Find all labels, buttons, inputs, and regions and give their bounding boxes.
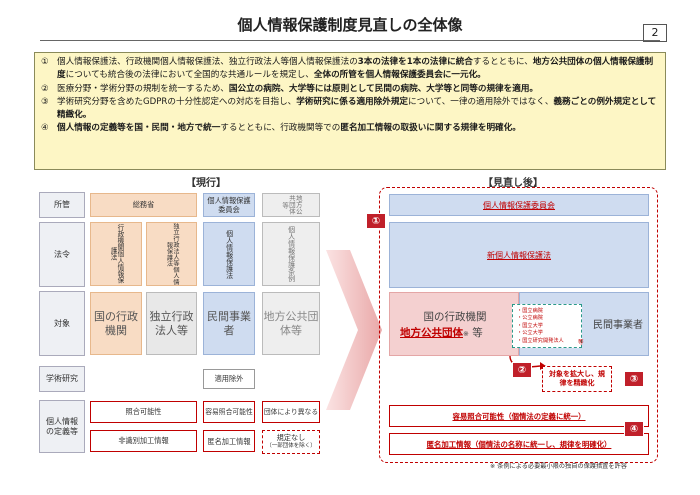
law-dokuritsu-label: 独立行政法人等個人情報保護法 — [165, 223, 180, 285]
target-minkan-after-label: 民間事業者 — [593, 319, 643, 331]
summary-emphasis: 義務ごとの例外規定として精緻化。 — [57, 96, 657, 121]
institution-item: ・国立研究開発法人 — [517, 337, 564, 344]
summary-text: 個人情報保護法、行政機関個人情報保護法、独立行政法人等個人情報保護法の3本の法律… — [57, 56, 659, 83]
yoi-shogo-current-box: 容易照合可能性 — [203, 401, 255, 423]
summary-segment: についても統合後の法律において全国的な共通ルールを規定し、 — [65, 70, 314, 81]
after-header: 【見直し後】 — [483, 178, 543, 189]
summary-emphasis: 地方公共団体の個人情報保護制度 — [57, 57, 654, 81]
row-label-shokan: 所管 — [39, 192, 85, 218]
badge-1: ① — [366, 213, 386, 229]
institution-item: ・公立大学 — [517, 330, 543, 337]
somusho-box: 総務省 — [90, 193, 197, 217]
summary-number: ④ — [41, 123, 49, 134]
tokumei-after-label: 匿名加工情報（個情法の名称に統一し、規律を明確化） — [426, 439, 612, 449]
tekiyo-jogai-box: 適用除外 — [203, 369, 255, 389]
row-label-horei: 法令 — [39, 222, 85, 287]
page-number: 2 — [643, 24, 667, 42]
ppc-current-box: 個人情報保護委員会 — [203, 193, 255, 217]
chiho-shokan-box: 地方公共団体等 — [262, 193, 320, 217]
institution-list-to: 等 — [578, 340, 584, 346]
law-jorei-label: 個人情報保護条例 — [287, 226, 296, 282]
summary-row: ④ 個人情報の定義等を国・民間・地方で統一するとともに、行政機関等での匿名加工情報… — [41, 122, 659, 135]
summary-segment: 個人情報保護法、行政機関個人情報保護法、独立行政法人等個人情報保護法の — [57, 57, 358, 67]
target-chiho-after-label: 地方公共団体 — [400, 327, 463, 339]
transition-arrow — [326, 250, 382, 410]
law-gyosei-label: 行政機関個人情報保護法 — [109, 224, 124, 284]
title-underline — [40, 40, 660, 41]
summary-text: 個人情報の定義等を国・民間・地方で統一するとともに、行政機関等での匿名加工情報の… — [57, 122, 659, 135]
summary-segment: するとともに、 — [472, 57, 533, 67]
kitei-nashi-note: （一部団体を除く） — [266, 443, 316, 449]
target-chiho-after-line: 地方公共団体※ 等 — [400, 325, 483, 340]
summary-row: ① 個人情報保護法、行政機関個人情報保護法、独立行政法人等個人情報保護法の3本の法… — [41, 56, 659, 83]
row-label-gakujutsu: 学術研究 — [39, 366, 85, 392]
law-kojin-box: 個人情報保護法 — [203, 222, 255, 286]
target-minkan-box: 民間事業者 — [203, 292, 255, 355]
law-gyosei-box: 行政機関個人情報保護法 — [90, 222, 142, 286]
target-gyosei-after-label: 国の行政機関 — [423, 311, 487, 323]
summary-number: ② — [41, 83, 49, 94]
institution-item: ・国立病院 — [517, 308, 543, 314]
page-title: 個人情報保護制度見直しの全体像 — [237, 16, 463, 34]
summary-number: ③ — [41, 96, 49, 107]
row-label-teigi: 個人情報の定義等 — [39, 400, 85, 453]
target-chiho-box: 地方公共団体等 — [262, 292, 320, 355]
target-gyosei-after-box: 国の行政機関 地方公共団体※ 等 — [389, 292, 519, 356]
badge-4: ④ — [624, 421, 644, 437]
footnote: ※ 条例による必要最小限の独自の保護措置を許容 — [490, 463, 627, 470]
target-gyosei-box: 国の行政機関 — [90, 292, 142, 355]
law-dokuritsu-box: 独立行政法人等個人情報保護法 — [146, 222, 197, 286]
ppc-after-label: 個人情報保護委員会 — [483, 200, 555, 210]
summary-segment: について、一律の適用除外ではなく、 — [408, 96, 554, 107]
row-label-taisho: 対象 — [39, 291, 85, 356]
yoi-shogo-after-label: 容易照合可能性（個情法の定義に統一） — [452, 411, 586, 421]
expand-box: 対象を拡大し、規律を精緻化 — [542, 366, 612, 392]
badge-3: ③ — [624, 371, 644, 387]
badge-2: ② — [512, 362, 532, 378]
target-to-label: 等 — [472, 327, 483, 339]
summary-emphasis: 学術研究に係る適用除外規定 — [296, 96, 409, 107]
summary-text: 医療分野・学術分野の規制を統一するため、国公立の病院、大学等には原則として民間の… — [57, 83, 659, 96]
summary-text: 学術研究分野を含めたGDPRの十分性認定への対応を目指し、学術研究に係る適用除外… — [57, 96, 659, 123]
new-law-box: 新個人情報保護法 — [389, 222, 649, 288]
dantai-box: 団体により異なる — [262, 401, 320, 423]
institution-list-box: ・国立病院・公立病院・国立大学・公立大学・国立研究開発法人 — [512, 304, 582, 348]
summary-row: ② 医療分野・学術分野の規制を統一するため、国公立の病院、大学等には原則として民間… — [41, 83, 659, 96]
summary-number: ① — [41, 57, 49, 67]
summary-emphasis: 3本の法律を1本の法律に統合 — [357, 57, 473, 67]
summary-emphasis: 個人情報の定義等を国・民間・地方で統一 — [57, 123, 221, 134]
summary-emphasis: 匿名加工情報の取扱いに関する規律を明確化。 — [340, 123, 521, 134]
kitei-nashi-box: 規定なし （一部団体を除く） — [262, 430, 320, 454]
summary-segment: 学術研究分野を含めたGDPRの十分性認定への対応を目指し、 — [57, 96, 297, 107]
summary-row: ③ 学術研究分野を含めたGDPRの十分性認定への対応を目指し、学術研究に係る適用除… — [41, 96, 659, 123]
new-law-label: 新個人情報保護法 — [487, 250, 551, 260]
summary-emphasis: 国公立の病院、大学等には原則として民間の病院、大学等と同等の規律を適用。 — [228, 83, 539, 94]
after-frame — [379, 187, 658, 463]
target-asterisk: ※ — [463, 330, 469, 338]
summary-segment: 医療分野・学術分野の規制を統一するため、 — [57, 83, 229, 94]
tokumei-after-box: 匿名加工情報（個情法の名称に統一し、規律を明確化） — [389, 433, 649, 455]
yoi-shogo-after-box: 容易照合可能性（個情法の定義に統一） — [389, 405, 649, 427]
institution-item: ・公立病院 — [517, 315, 543, 322]
summary-emphasis: 全体の所管を個人情報保護委員会に一元化。 — [313, 70, 486, 81]
summary-segment: するとともに、行政機関等での — [220, 123, 341, 134]
institution-item: ・国立大学 — [517, 322, 543, 329]
chiho-shokan-label: 地方公共団体等 — [280, 195, 303, 215]
shogo-box: 照合可能性 — [90, 401, 197, 423]
summary-box: ① 個人情報保護法、行政機関個人情報保護法、独立行政法人等個人情報保護法の3本の法… — [34, 52, 666, 170]
tokumei-current-box: 匿名加工情報 — [203, 430, 255, 452]
target-dokuritsu-box: 独立行政法人等 — [146, 292, 197, 355]
current-header: 【現行】 — [186, 178, 226, 189]
kitei-nashi-label: 規定なし — [276, 433, 306, 442]
ppc-after-box: 個人情報保護委員会 — [389, 194, 649, 216]
law-jorei-box: 個人情報保護条例 — [262, 222, 320, 286]
law-kojin-label: 個人情報保護法 — [225, 229, 234, 279]
hishikibetsu-box: 非識別加工情報 — [90, 430, 197, 452]
